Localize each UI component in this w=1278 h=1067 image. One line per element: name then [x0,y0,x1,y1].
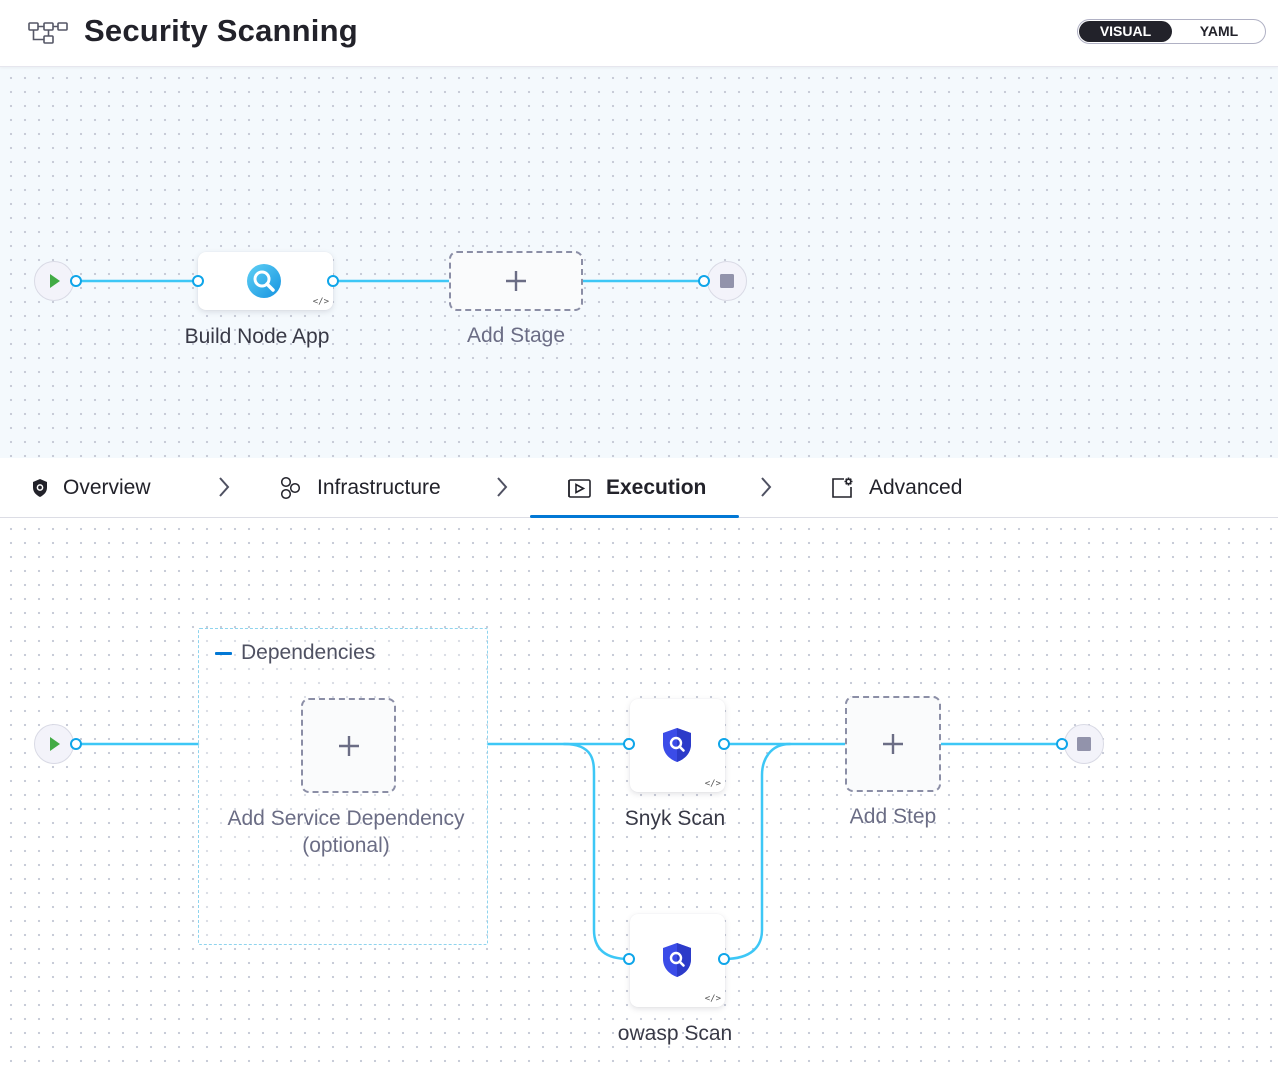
collapse-dependencies-button[interactable] [215,652,232,655]
tab-advanced[interactable]: Advanced [830,458,962,518]
view-toggle: VISUAL YAML [1077,19,1266,44]
add-step-label: Add Step [849,805,937,828]
add-stage-button[interactable] [449,251,583,311]
plus-icon [883,734,903,754]
stop-icon [720,274,734,288]
tab-execution[interactable]: Execution [567,458,706,518]
connector-port [70,738,82,750]
plus-icon [506,271,526,291]
tab-overview-label: Overview [63,476,151,499]
execution-end-node [1064,724,1104,764]
security-scan-icon [663,728,691,762]
step-label-snyk-scan: Snyk Scan [624,807,726,830]
plus-icon [338,735,359,756]
play-icon [50,274,60,288]
stop-icon [1077,737,1091,751]
stage-label-build-node-app: Build Node App [184,325,330,348]
add-service-dependency-button[interactable] [301,698,396,793]
connector-port [70,275,82,287]
connector-port [623,953,635,965]
tab-infrastructure-label: Infrastructure [317,476,441,499]
page-title: Security Scanning T [84,13,364,48]
stage-node-build-node-app[interactable]: </> [198,252,333,310]
pipeline-icon [28,22,68,44]
connector-port [1056,738,1068,750]
yaml-code-icon: </> [704,994,721,1004]
step-node-snyk-scan[interactable]: </> [630,699,725,792]
infrastructure-icon [280,476,301,500]
add-service-dependency-label: Add Service Dependency [227,807,465,830]
step-label-owasp-scan: owasp Scan [617,1022,733,1045]
visual-view-button[interactable]: VISUAL [1079,21,1172,42]
yaml-code-icon: </> [704,779,721,789]
add-stage-label: Add Stage [466,324,566,347]
chevron-right-icon [219,477,230,497]
pipeline-end-node [707,261,747,301]
tab-advanced-label: Advanced [869,476,963,499]
chevron-right-icon [497,477,508,497]
security-scan-icon [663,943,691,977]
connector-port [192,275,204,287]
pipeline-studio-canvas[interactable] [0,67,1278,458]
execution-icon [568,479,591,498]
pipeline-start-node [34,261,74,301]
chevron-right-icon [761,477,772,497]
connector-port [327,275,339,287]
execution-start-node [34,724,74,764]
active-tab-indicator [530,515,739,518]
connector-port [718,953,730,965]
tab-infrastructure[interactable]: Infrastructure [278,458,441,518]
add-service-dependency-optional: (optional) [302,834,390,857]
add-step-button[interactable] [845,696,941,792]
advanced-settings-icon [832,477,853,498]
connector-port [698,275,710,287]
yaml-view-button[interactable]: YAML [1199,23,1239,39]
ci-stage-icon [247,264,281,298]
yaml-code-icon: </> [312,297,329,307]
pipeline-header: Security Scanning T VISUAL YAML [0,0,1278,67]
tab-overview[interactable]: Overview [30,458,151,518]
step-node-owasp-scan[interactable]: </> [630,914,725,1007]
play-icon [50,737,60,751]
connector-port [623,738,635,750]
tab-execution-label: Execution [606,476,707,499]
dependencies-title: Dependencies [241,641,376,664]
shield-icon [33,479,47,497]
connector-port [718,738,730,750]
